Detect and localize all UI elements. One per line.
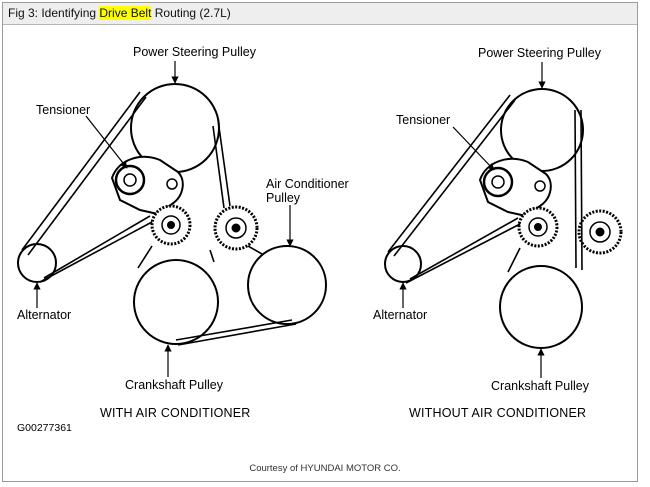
idler-pulley [213, 205, 259, 251]
caption-with-ac: WITH AIR CONDITIONER [100, 406, 251, 420]
label-tensioner-left: Tensioner [36, 103, 91, 117]
left-leaders [33, 61, 294, 377]
alternator-pulley-right [384, 245, 422, 283]
credit-line: Courtesy of HYUNDAI MOTOR CO. [249, 463, 401, 474]
label-alternator-left: Alternator [17, 308, 72, 322]
label-tensioner-right: Tensioner [396, 113, 451, 127]
left-diagram [17, 83, 327, 346]
figure-code: G00277361 [17, 422, 72, 434]
label-power-steering-right: Power Steering Pulley [478, 46, 601, 60]
tensioner-assembly [110, 155, 192, 246]
figure-title-bar: Fig 3: Identifying Drive Belt Routing (2… [3, 3, 637, 25]
label-power-steering-left: Power Steering Pulley [133, 45, 256, 59]
ac-pulley [247, 245, 327, 325]
title-prefix: Fig 3: Identifying [8, 6, 100, 20]
label-crankshaft-right: Crankshaft Pulley [491, 379, 589, 393]
drive-belt [21, 91, 297, 346]
right-diagram [384, 88, 623, 349]
label-ac-line1: Air Conditioner [266, 177, 349, 191]
right-leaders [399, 62, 546, 378]
label-alternator-right: Alternator [373, 308, 428, 322]
crankshaft-pulley [133, 259, 219, 345]
drive-belt-right [387, 94, 583, 284]
title-highlight: Drive Belt [99, 6, 152, 20]
title-suffix: Routing (2.7L) [151, 6, 231, 20]
label-ac-line2: Pulley [266, 191, 301, 205]
label-crankshaft-left: Crankshaft Pulley [125, 378, 223, 392]
crankshaft-pulley-right [499, 265, 583, 349]
caption-without-ac: WITHOUT AIR CONDITIONER [409, 406, 587, 420]
idler-pulley-right [577, 209, 623, 255]
tensioner-assembly-right [478, 157, 559, 248]
